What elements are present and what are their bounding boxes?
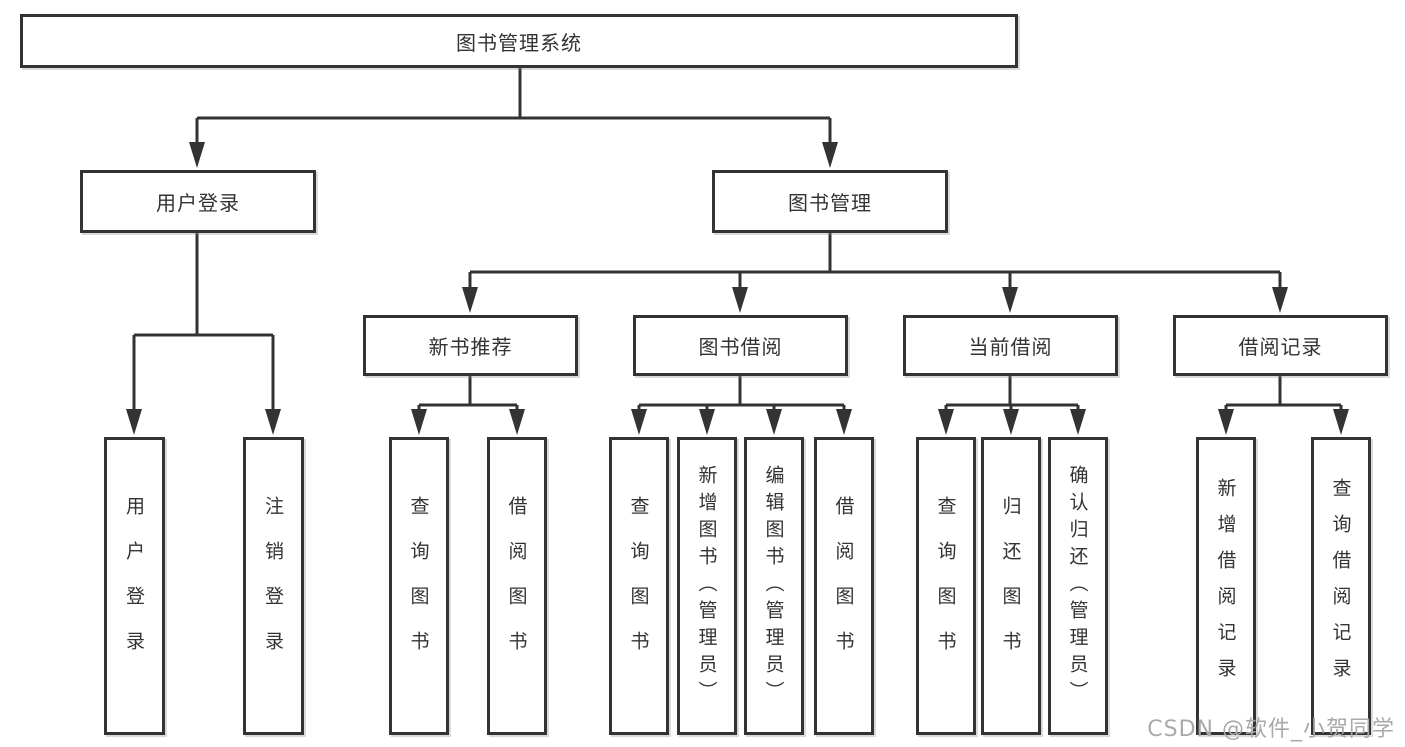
leaf-logout: 注销登录 bbox=[243, 437, 304, 735]
connector-userlogin-children bbox=[132, 233, 275, 411]
arrowhead bbox=[1272, 287, 1288, 313]
leaf-user-login: 用户登录 bbox=[104, 437, 165, 735]
arrowhead bbox=[699, 409, 715, 435]
node-book-borrow: 图书借阅 bbox=[633, 315, 848, 376]
connector-fill-group bbox=[126, 67, 1349, 435]
arrowhead bbox=[631, 409, 647, 435]
arrowhead bbox=[1333, 409, 1349, 435]
connector-currentborrow-children bbox=[944, 376, 1080, 411]
arrowhead bbox=[766, 409, 782, 435]
arrowhead bbox=[509, 409, 525, 435]
connector-newbookrec-children bbox=[417, 376, 519, 411]
leaf-record-add-borrow-record: 新增借阅记录 bbox=[1196, 437, 1256, 735]
connector-bookborrow-children bbox=[637, 376, 846, 411]
connector-bookmgmt-children bbox=[468, 233, 1282, 289]
leaf-borrow-query-book: 查询图书 bbox=[609, 437, 669, 735]
leaf-current-return-book: 归还图书 bbox=[981, 437, 1041, 735]
arrowhead bbox=[1002, 287, 1018, 313]
arrowhead bbox=[265, 409, 281, 435]
node-book-management: 图书管理 bbox=[712, 170, 948, 233]
leaf-borrow-add-book-admin: 新增图书（管理员） bbox=[677, 437, 737, 735]
leaf-borrow-borrow-book: 借阅图书 bbox=[814, 437, 874, 735]
arrowhead bbox=[732, 287, 748, 313]
node-user-login: 用户登录 bbox=[80, 170, 316, 233]
arrowhead bbox=[126, 409, 142, 435]
arrowhead bbox=[1218, 409, 1234, 435]
connector-root-to-level2 bbox=[195, 67, 832, 144]
arrowhead bbox=[411, 409, 427, 435]
leaf-recommend-query-book: 查询图书 bbox=[389, 437, 449, 735]
arrowhead bbox=[836, 409, 852, 435]
node-current-borrow: 当前借阅 bbox=[903, 315, 1118, 376]
node-new-book-recommend: 新书推荐 bbox=[363, 315, 578, 376]
connector-stroke-group bbox=[126, 67, 1349, 435]
connector-borrowrecord-children bbox=[1224, 376, 1343, 411]
node-root-title: 图书管理系统 bbox=[20, 14, 1018, 68]
leaf-current-query-book: 查询图书 bbox=[916, 437, 976, 735]
node-borrow-record: 借阅记录 bbox=[1173, 315, 1388, 376]
csdn-watermark: CSDN @软件_小贺同学 bbox=[1147, 717, 1395, 742]
arrowhead bbox=[189, 142, 205, 168]
arrowhead bbox=[822, 142, 838, 168]
leaf-current-confirm-return-admin: 确认归还（管理员） bbox=[1048, 437, 1108, 735]
leaf-record-query-borrow-record: 查询借阅记录 bbox=[1311, 437, 1371, 735]
arrowhead bbox=[938, 409, 954, 435]
leaf-borrow-edit-book-admin: 编辑图书（管理员） bbox=[744, 437, 804, 735]
arrowhead bbox=[1070, 409, 1086, 435]
arrowhead bbox=[1003, 409, 1019, 435]
arrowhead bbox=[462, 287, 478, 313]
leaf-recommend-borrow-book: 借阅图书 bbox=[487, 437, 547, 735]
